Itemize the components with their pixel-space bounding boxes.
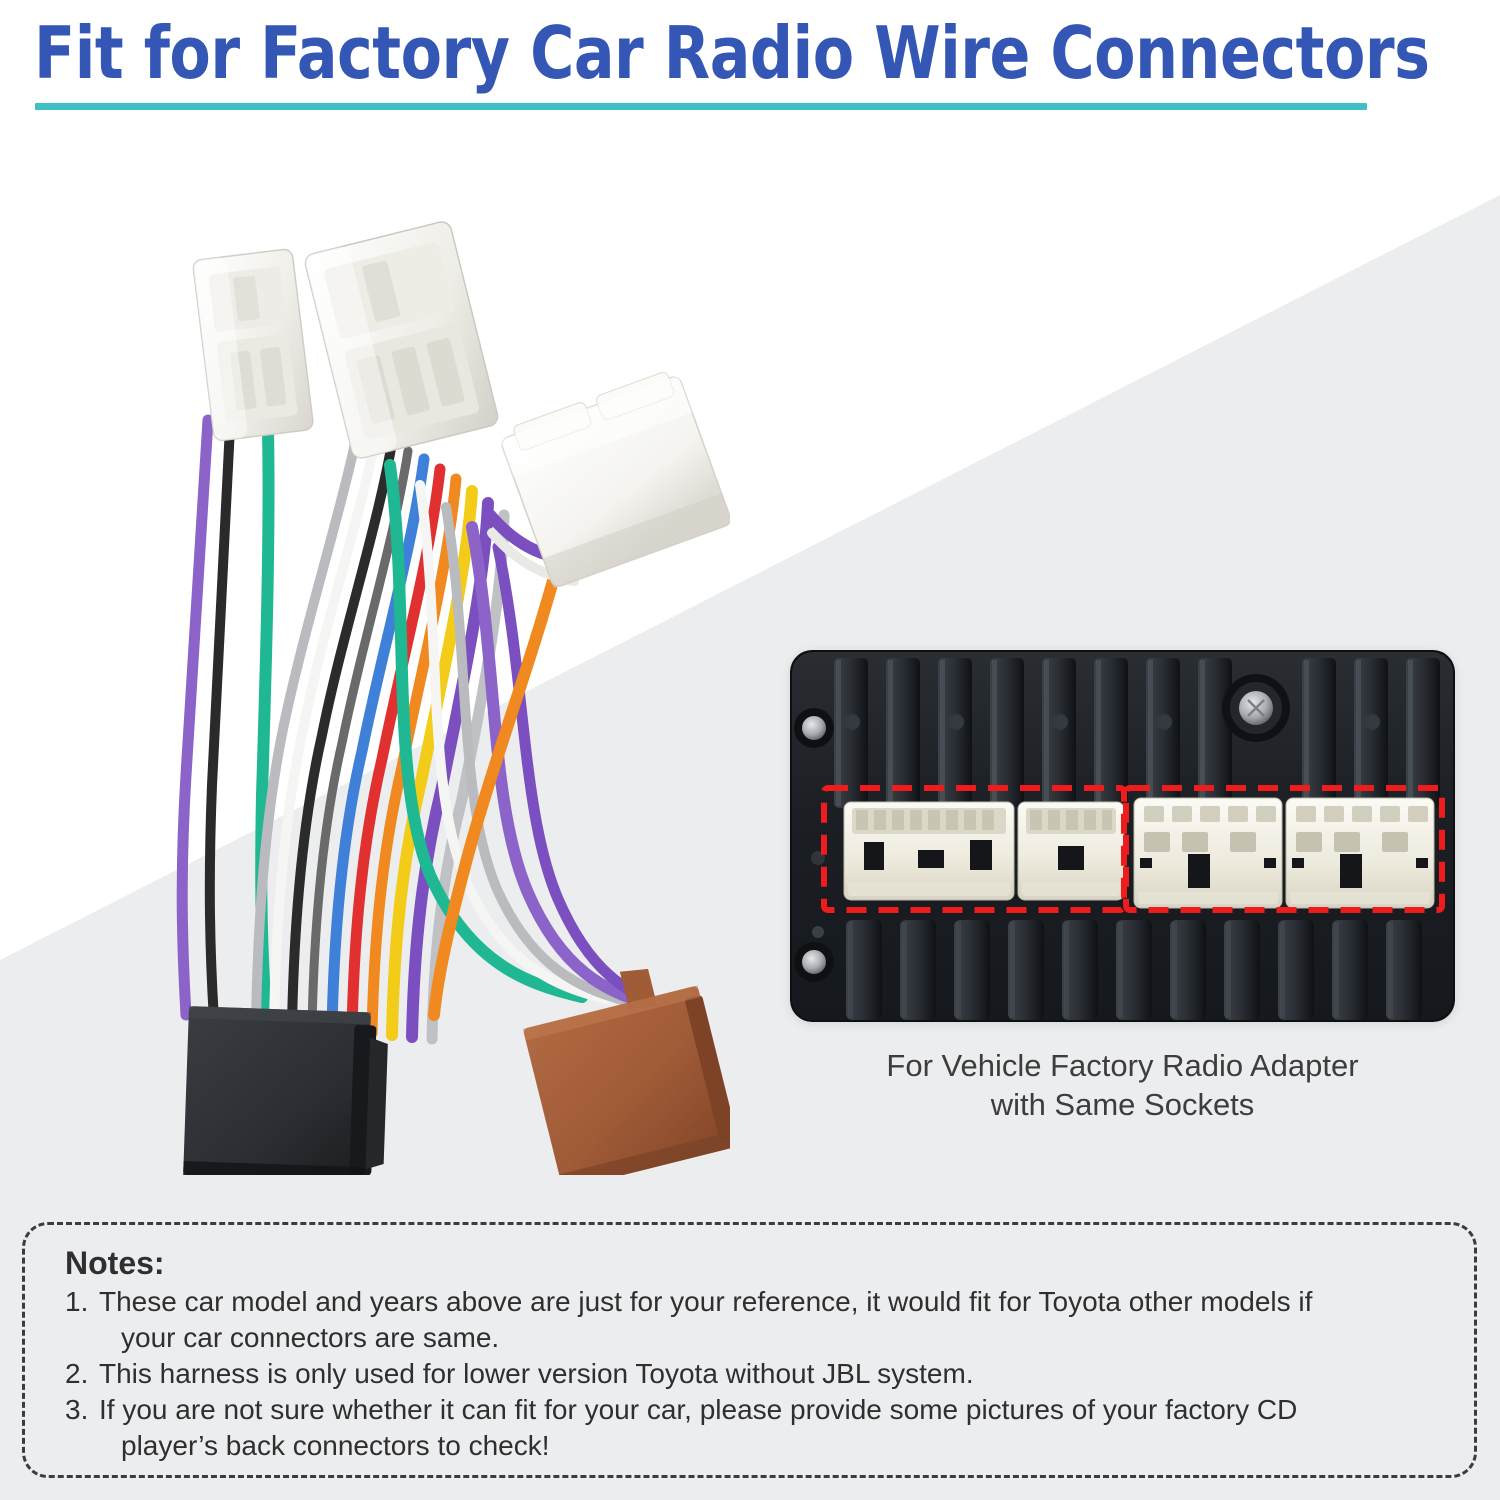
white-connector-small (192, 248, 314, 442)
boss-left-middle (811, 851, 825, 865)
screw-top-right (1222, 674, 1290, 742)
socket-4 (1285, 797, 1435, 909)
note-text-2-line-1: This harness is only used for lower vers… (99, 1358, 974, 1389)
note-number-1: 1. (65, 1286, 89, 1317)
note-text-3-line-1: If you are not sure whether it can fit f… (99, 1394, 1298, 1425)
note-number-2: 2. (65, 1358, 89, 1389)
screw-left-top (794, 708, 834, 748)
wire-bundle (176, 414, 668, 1045)
note-item-1: 1. These car model and years above are j… (65, 1284, 1448, 1356)
white-connector-block (499, 372, 730, 589)
screw-left-bottom (794, 942, 834, 982)
header: Fit for Factory Car Radio Wire Connector… (0, 0, 1500, 118)
socket-1 (843, 801, 1015, 901)
white-connector-large (304, 221, 499, 459)
notes-box: Notes: 1. These car model and years abov… (22, 1222, 1477, 1478)
radio-caption-line-2: with Same Sockets (990, 1087, 1255, 1122)
note-item-2: 2. This harness is only used for lower v… (65, 1356, 1448, 1392)
title-underline (35, 103, 1367, 110)
brown-iso-connector (522, 968, 730, 1175)
connector-socket-row (843, 797, 1435, 909)
radio-back-panel-photo (790, 650, 1455, 1022)
radio-caption: For Vehicle Factory Radio Adapter with S… (790, 1046, 1455, 1124)
heatsink-fins-top (834, 658, 1440, 808)
page-title: Fit for Factory Car Radio Wire Connector… (34, 11, 1430, 95)
heatsink-fins-bottom (846, 920, 1422, 1020)
socket-2 (1017, 801, 1125, 901)
black-iso-connector (183, 1006, 388, 1175)
wire-harness-photo (176, 221, 730, 1175)
screw-small-left (812, 926, 824, 938)
note-text-1-line-1: These car model and years above are just… (99, 1286, 1313, 1317)
note-text-1-line-2: your car connectors are same. (121, 1322, 500, 1353)
note-number-3: 3. (65, 1394, 89, 1425)
socket-3 (1133, 797, 1283, 909)
radio-caption-line-1: For Vehicle Factory Radio Adapter (886, 1048, 1359, 1083)
red-dashed-highlight-right (1123, 785, 1445, 913)
note-text-3-line-2: player’s back connectors to check! (121, 1430, 550, 1461)
notes-title: Notes: (65, 1245, 165, 1281)
note-item-3: 3. If you are not sure whether it can fi… (65, 1392, 1448, 1464)
